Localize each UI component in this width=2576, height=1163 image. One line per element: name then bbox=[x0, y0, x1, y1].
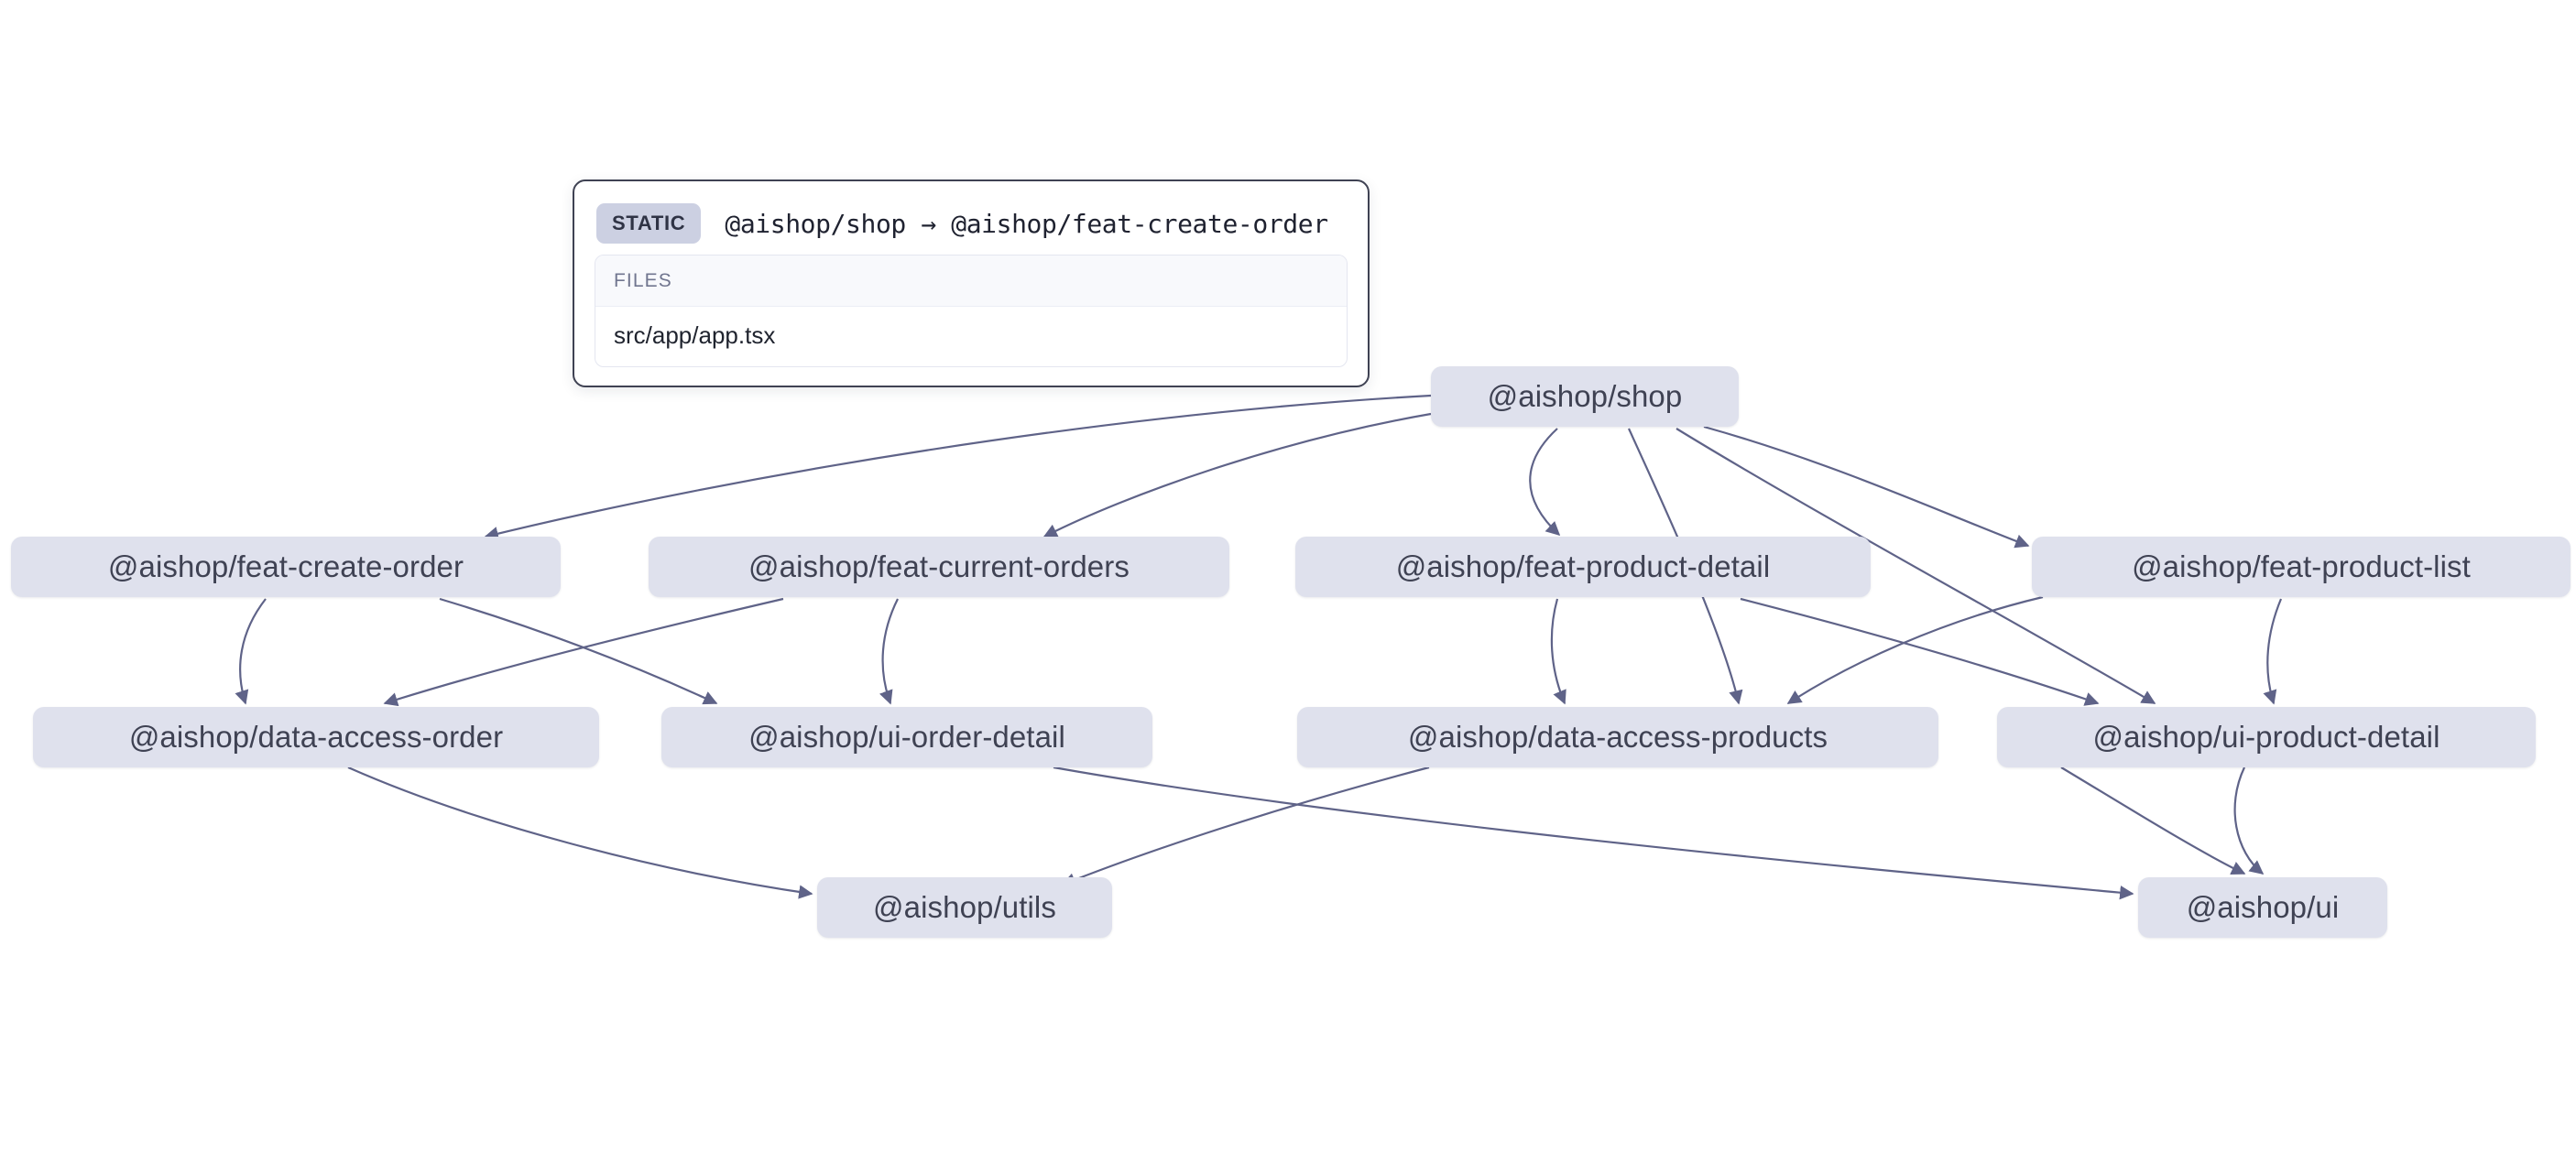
graph-node-ui-product-detail[interactable]: @aishop/ui-product-detail bbox=[1997, 707, 2536, 767]
graph-node-utils[interactable]: @aishop/utils bbox=[817, 877, 1112, 938]
graph-node-feat-product-detail[interactable]: @aishop/feat-product-detail bbox=[1295, 537, 1871, 597]
graph-edge[interactable] bbox=[2233, 766, 2265, 875]
files-panel-header: FILES bbox=[595, 255, 1347, 307]
graph-edge[interactable] bbox=[484, 394, 1432, 541]
tooltip-header: STATIC @aishop/shop → @aishop/feat-creat… bbox=[595, 198, 1348, 255]
graph-node-ui[interactable]: @aishop/ui bbox=[2138, 877, 2387, 938]
graph-node-data-access-products[interactable]: @aishop/data-access-products bbox=[1297, 707, 1938, 767]
graph-edge[interactable] bbox=[347, 766, 813, 899]
graph-node-feat-create-order[interactable]: @aishop/feat-create-order bbox=[11, 537, 561, 597]
graph-edge[interactable] bbox=[383, 597, 784, 707]
graph-edge[interactable] bbox=[1703, 425, 2030, 549]
graph-edge[interactable] bbox=[2263, 598, 2283, 705]
graph-edge[interactable] bbox=[1740, 597, 2100, 706]
graph-edge[interactable] bbox=[235, 598, 267, 705]
graph-edge[interactable] bbox=[2060, 766, 2246, 875]
graph-edge[interactable] bbox=[1550, 598, 1566, 705]
tooltip-title: @aishop/shop → @aishop/feat-create-order bbox=[725, 208, 1328, 239]
edge-tooltip-card[interactable]: STATIC @aishop/shop → @aishop/feat-creat… bbox=[573, 179, 1370, 387]
graph-node-feat-current-orders[interactable]: @aishop/feat-current-orders bbox=[649, 537, 1229, 597]
graph-edge[interactable] bbox=[1675, 428, 2156, 704]
static-badge: STATIC bbox=[596, 203, 702, 244]
graph-node-shop[interactable]: @aishop/shop bbox=[1431, 366, 1739, 427]
files-panel: FILES src/app/app.tsx bbox=[595, 255, 1348, 367]
graph-node-ui-order-detail[interactable]: @aishop/ui-order-detail bbox=[661, 707, 1152, 767]
graph-edge[interactable] bbox=[879, 598, 899, 705]
graph-edge[interactable] bbox=[439, 597, 718, 705]
graph-edge[interactable] bbox=[1529, 428, 1561, 537]
graph-node-feat-product-list[interactable]: @aishop/feat-product-list bbox=[2032, 537, 2571, 597]
graph-edge[interactable] bbox=[1786, 595, 2044, 704]
graph-edge[interactable] bbox=[1042, 412, 1432, 538]
graph-edge[interactable] bbox=[1053, 766, 2134, 900]
file-list-item[interactable]: src/app/app.tsx bbox=[614, 321, 776, 349]
graph-edge[interactable] bbox=[1061, 766, 1430, 887]
graph-node-data-access-order[interactable]: @aishop/data-access-order bbox=[33, 707, 599, 767]
